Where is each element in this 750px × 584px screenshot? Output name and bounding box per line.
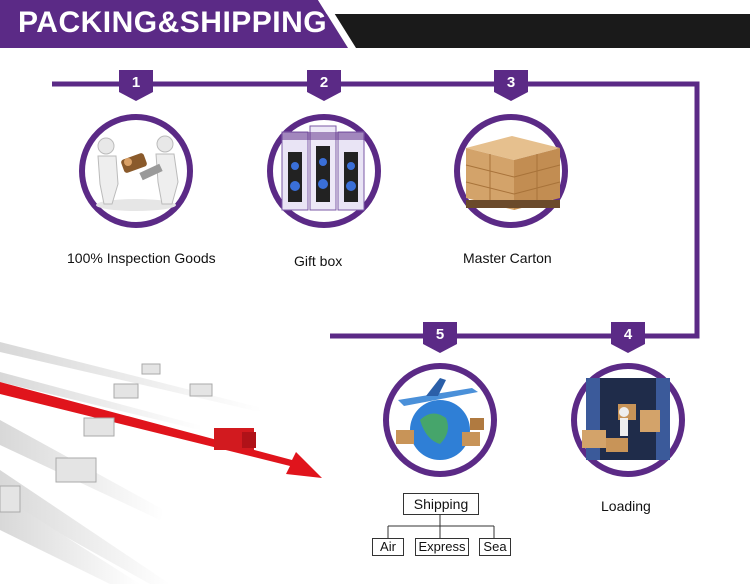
banner-shape [0, 0, 750, 48]
shipping-option-express: Express [415, 538, 469, 556]
step-marker-3 [494, 70, 528, 101]
banner-title: PACKING&SHIPPING [18, 6, 328, 39]
step-marker-4 [611, 322, 645, 353]
step-number-2: 2 [319, 74, 329, 91]
caption-gift-box: Gift box [294, 253, 343, 269]
step-number-4: 4 [623, 326, 633, 343]
logistics-illustration [0, 342, 322, 584]
gift-box-image [267, 114, 381, 228]
step-marker-5 [423, 322, 457, 353]
inspection-image [79, 114, 193, 228]
step-number-3: 3 [506, 74, 516, 91]
caption-loading: Loading [601, 498, 651, 514]
shipping-image [383, 363, 497, 477]
shipping-box: Shipping [403, 493, 479, 515]
step-number-1: 1 [131, 74, 141, 91]
caption-inspection: 100% Inspection Goods [67, 250, 216, 266]
shipping-tree-lines [387, 515, 495, 538]
step-marker-2 [307, 70, 341, 101]
step-number-5: 5 [435, 326, 445, 343]
header-banner: PACKING&SHIPPING [0, 0, 750, 48]
shipping-option-sea: Sea [479, 538, 511, 556]
loading-image [571, 363, 685, 477]
flow-line [52, 81, 700, 339]
master-carton-image [454, 114, 568, 228]
step-marker-1 [119, 70, 153, 101]
caption-master-carton: Master Carton [463, 250, 552, 266]
shipping-option-air: Air [372, 538, 404, 556]
